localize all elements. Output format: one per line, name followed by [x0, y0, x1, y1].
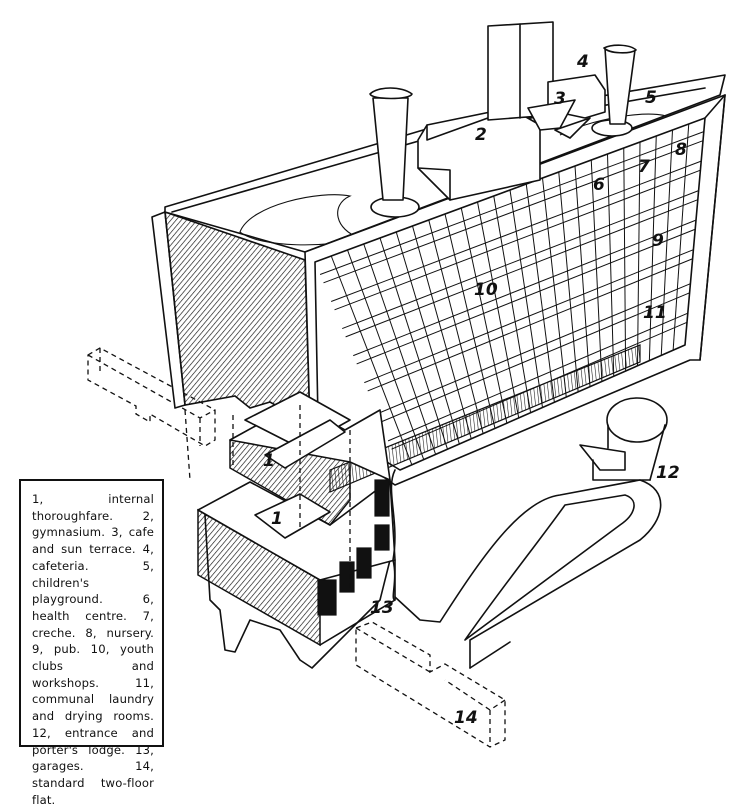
- facade-mullion: [444, 213, 496, 429]
- callout-labels: 1 1 2 3 4 5 6 7 8 9 10 11 12 13 14: [263, 52, 687, 728]
- facade-mullion: [660, 129, 673, 356]
- cafe-blocks: [527, 74, 606, 139]
- legend-text: 1, internal thoroughfare. 2, gymnasium. …: [32, 492, 154, 807]
- facade-mullion: [525, 183, 555, 403]
- standard-flat-ghost: [355, 621, 506, 748]
- callout-4: 4: [576, 52, 589, 72]
- callout-1-lower: 1: [271, 509, 283, 529]
- facade-floor-line: [364, 249, 694, 384]
- facade-mullion: [574, 165, 591, 387]
- ventilation-stack-right: [591, 44, 637, 137]
- facade-floor-line: [387, 312, 688, 442]
- callout-8: 8: [675, 140, 687, 160]
- facade-floor-line: [334, 169, 701, 311]
- facade-mullion: [542, 177, 567, 398]
- facade-mullion: [623, 147, 627, 372]
- facade-mullion: [672, 123, 690, 351]
- facade-mullion: [330, 255, 413, 465]
- facade-mullion: [428, 219, 484, 434]
- facade-mullion: [637, 141, 641, 366]
- callout-12: 12: [656, 463, 680, 483]
- callout-1-upper: 1: [263, 451, 275, 471]
- facade-mullion: [395, 231, 460, 445]
- cutaway-section: [197, 391, 396, 669]
- driveway-loop: [394, 479, 662, 669]
- callout-7: 7: [638, 157, 650, 177]
- facade-mullion: [363, 243, 437, 455]
- facade-mullion: [347, 249, 425, 460]
- facade-floor-line: [353, 219, 697, 357]
- facade-floor-line: [323, 140, 704, 284]
- ventilation-stack-left: [369, 87, 420, 218]
- callout-14: 14: [454, 708, 478, 728]
- gymnasium: [417, 107, 541, 201]
- facade-mullion: [509, 189, 543, 408]
- legend-box: 1, internal thoroughfare. 2, gymnasium. …: [19, 479, 164, 807]
- facade-mullion: [493, 195, 532, 413]
- facade-floor-line: [330, 160, 702, 302]
- facade-floor-line: [380, 292, 690, 423]
- main-facade: [304, 94, 726, 493]
- callout-5: 5: [645, 88, 657, 108]
- callout-10: 10: [474, 280, 498, 300]
- facade-floor-line: [342, 190, 699, 330]
- facade-floor-line: [376, 283, 691, 415]
- facade-mullion: [607, 153, 615, 377]
- facade-mullion: [590, 159, 603, 382]
- porters-lodge: [579, 397, 668, 481]
- facade-mullion: [460, 207, 508, 424]
- callout-11: 11: [643, 303, 667, 323]
- facade-mullion: [648, 135, 657, 361]
- facade-floor-line: [356, 228, 696, 365]
- facade-mullion: [379, 237, 448, 450]
- callout-13: 13: [370, 598, 394, 618]
- callout-3: 3: [554, 89, 566, 109]
- facade-floor-line: [345, 199, 698, 338]
- callout-9: 9: [652, 231, 664, 251]
- callout-6: 6: [593, 175, 605, 195]
- facade-mullion: [477, 201, 520, 419]
- facade-mullion: [412, 225, 472, 439]
- facade-grid: [319, 123, 704, 465]
- facade-floor-line: [367, 258, 693, 392]
- facade-mullion: [558, 171, 579, 392]
- callout-2: 2: [475, 125, 487, 145]
- facade-floor-line: [319, 131, 704, 275]
- building-diagram: 1 1 2 3 4 5 6 7 8 9 10 11 12 13 14: [87, 21, 726, 748]
